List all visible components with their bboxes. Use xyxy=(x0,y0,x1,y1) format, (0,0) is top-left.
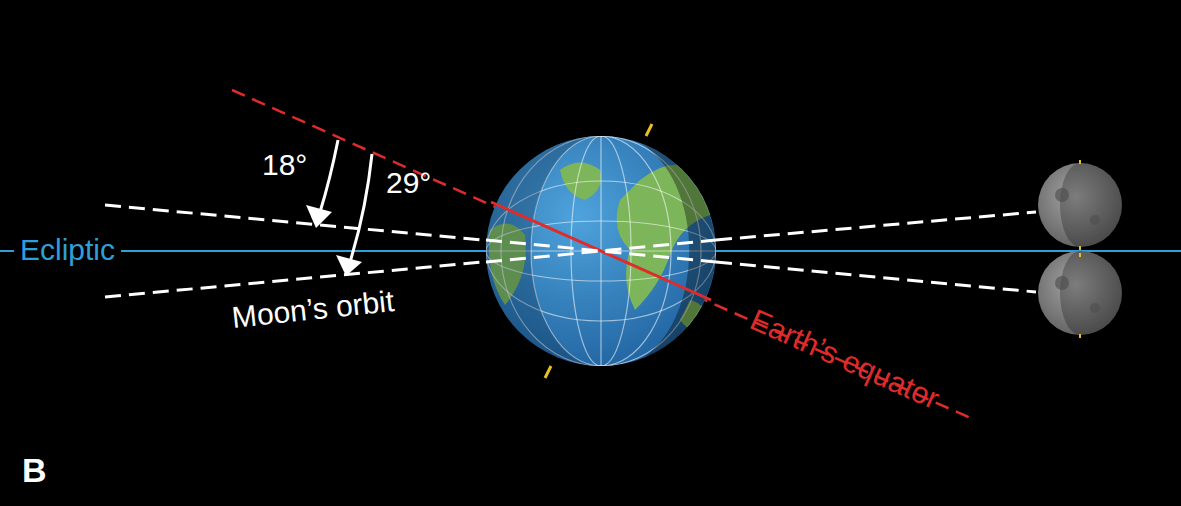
moon-orbit-line xyxy=(716,262,1036,292)
angle-label: 29° xyxy=(386,168,431,198)
angle-label: 18° xyxy=(262,150,307,180)
panel-letter: B xyxy=(22,453,47,487)
equator-line xyxy=(491,202,711,300)
equator-line xyxy=(232,90,975,420)
angle-arrow xyxy=(320,140,372,262)
moon xyxy=(1038,160,1122,250)
moon-orbit-line xyxy=(486,240,716,262)
moon xyxy=(1038,251,1122,338)
moon-orbit-line xyxy=(716,212,1036,240)
earth-globe xyxy=(486,124,730,378)
equator-label: Earth’s equator xyxy=(746,304,944,414)
ecliptic-label: Ecliptic xyxy=(20,235,115,265)
orbit-label: Moon’s orbit xyxy=(230,286,395,333)
moon-orbit-line xyxy=(486,240,716,262)
ecliptic-line xyxy=(0,250,14,252)
arrowhead xyxy=(306,205,362,276)
